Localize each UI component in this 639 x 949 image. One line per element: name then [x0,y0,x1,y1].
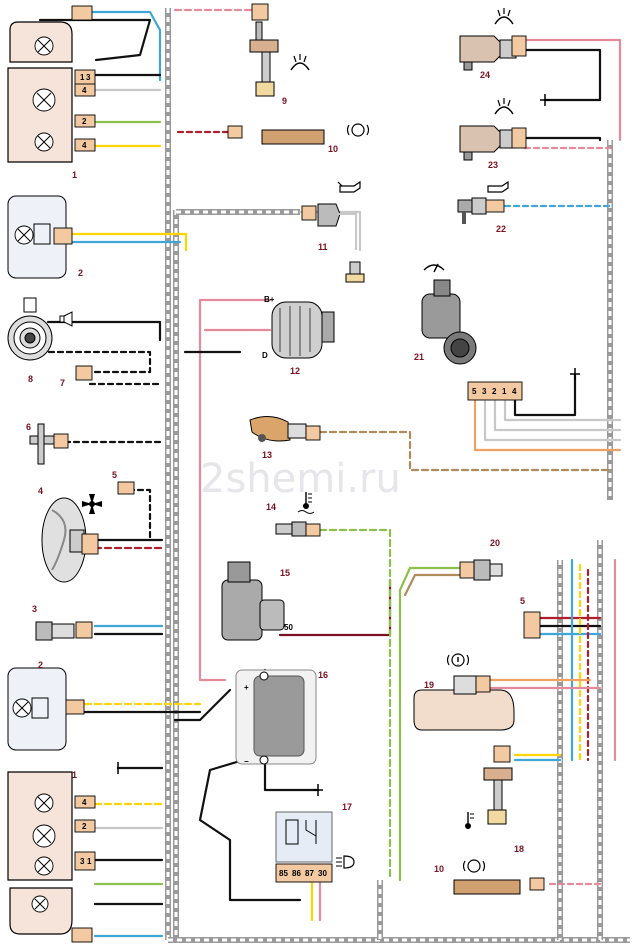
foglamp-relay: 85 86 87 30 17 [275,802,355,883]
coolant-temp-icon [465,812,474,829]
brake-reservoir: 19 [413,653,515,731]
battery: + − 16 [235,669,328,766]
svg-text:16: 16 [318,670,328,680]
wiper-motor: 21 [414,263,477,365]
svg-text:4: 4 [512,387,517,396]
svg-text:5: 5 [112,470,117,480]
watermark: 2shemi.ru [200,456,401,502]
svg-text:10: 10 [434,864,444,874]
oil-can-icon [487,180,509,193]
svg-text:18: 18 [514,844,524,854]
svg-text:85: 85 [279,869,288,878]
svg-text:5: 5 [472,387,477,396]
svg-text:6: 6 [26,422,31,432]
svg-text:24: 24 [480,70,490,80]
oil-can-icon [337,180,361,193]
svg-text:14: 14 [266,502,276,512]
temp-sensor-fan: 6 [26,422,69,465]
svg-text:87: 87 [305,869,314,878]
svg-text:21: 21 [414,352,424,362]
brake-pad-icon [462,859,486,873]
svg-text:+: + [244,683,249,692]
svg-text:11: 11 [318,242,328,252]
svg-text:2: 2 [78,268,83,278]
svg-text:2: 2 [82,822,87,831]
svg-text:3: 3 [86,73,91,82]
svg-text:23: 23 [488,160,498,170]
oil-pressure-switch: 11 [301,180,365,283]
svg-text:30: 30 [318,869,327,878]
reverse-switch: 20 [459,538,503,581]
oil-level-sensor: 22 [457,180,509,234]
svg-text:4: 4 [82,86,87,95]
generator: B+ D 12 [262,295,335,376]
connector-5-right: 5 [520,596,541,639]
washer-icon [290,54,310,71]
svg-text:D: D [262,351,268,360]
svg-text:3: 3 [482,387,487,396]
brake-wear-sensor-bottom: 10 [434,859,545,895]
headlamp-bottom: 4 2 3 1 1 [7,770,96,943]
fan-motor: 4 [38,486,102,583]
svg-text:50: 50 [284,623,293,632]
svg-text:2: 2 [492,387,497,396]
washer-motor: 9 [249,3,310,106]
fan-icon [82,494,102,514]
svg-text:10: 10 [328,144,338,154]
washer-pump-front: 23 [459,98,527,170]
svg-text:9: 9 [282,96,287,106]
svg-text:22: 22 [496,224,506,234]
svg-text:7: 7 [60,378,65,388]
horn-icon [59,311,73,327]
washer-pump-rear: 24 [459,8,527,80]
wiper-connector: 5 3 2 1 4 [467,381,523,401]
svg-text:1: 1 [502,387,507,396]
headlamp-top: 1 3 4 2 4 1 [7,5,96,180]
svg-text:12: 12 [290,366,300,376]
svg-text:15: 15 [280,568,290,578]
svg-text:1: 1 [87,857,92,866]
washer-icon [494,98,514,115]
svg-text:4: 4 [38,486,43,496]
svg-text:B+: B+ [264,295,275,304]
coolant-temp-icon [297,492,315,514]
svg-text:3: 3 [32,604,37,614]
svg-text:2: 2 [38,660,43,670]
fog-lamp-icon [336,855,355,869]
svg-text:1: 1 [80,73,85,82]
main-harness [165,8,630,943]
washer-icon [494,8,514,25]
svg-text:2: 2 [82,117,87,126]
svg-text:1: 1 [72,170,77,180]
svg-text:8: 8 [28,374,33,384]
svg-text:−: − [244,757,249,766]
svg-text:4: 4 [82,798,87,807]
wiper-icon [423,263,445,273]
svg-text:5: 5 [520,596,525,606]
svg-text:4: 4 [82,141,87,150]
coolant-temp-sensor: 14 [266,492,321,537]
svg-text:1: 1 [72,770,77,780]
fan-switch-connector: 5 [112,470,135,495]
brake-pad-icon [346,123,370,137]
brake-fluid-icon [446,653,470,667]
svg-text:13: 13 [262,450,272,460]
starter: 50 15 [221,561,293,641]
svg-text:20: 20 [490,538,500,548]
carburetor-valve: 13 [249,416,321,460]
brake-fluid-sensor: 18 [465,745,524,854]
foglamp-top: 2 [7,195,83,279]
svg-text:19: 19 [424,680,434,690]
svg-text:3: 3 [80,857,85,866]
foglamp-bottom: 2 [7,660,85,751]
horn: 8 [7,297,73,384]
ground-symbols [118,94,580,796]
svg-text:17: 17 [342,802,352,812]
wires [38,8,622,938]
brake-wear-sensor-top: 10 [227,123,370,154]
speed-sensor: 3 [32,604,93,641]
horn-relay-connector: 7 [60,365,93,388]
svg-text:86: 86 [292,869,301,878]
